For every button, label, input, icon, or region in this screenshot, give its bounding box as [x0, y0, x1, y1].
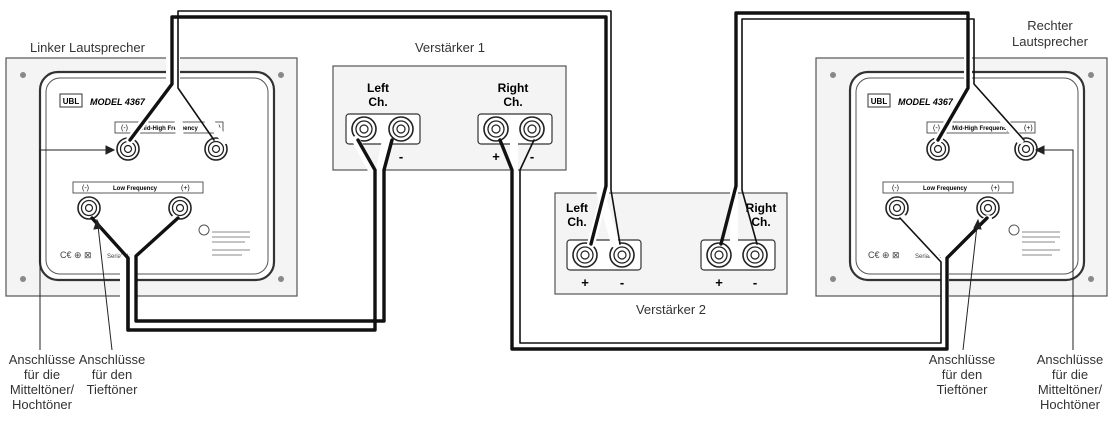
- pos-symbol: (+): [991, 185, 1000, 192]
- plus-symbol: +: [581, 275, 589, 290]
- amp1-right-ch-label: Right: [498, 81, 529, 95]
- badge-icon: [1008, 224, 1020, 236]
- certification-icons: C€ ⊕ ⊠: [868, 250, 900, 260]
- screw-icon: [1088, 72, 1094, 78]
- brand-logo: UBL: [63, 97, 80, 106]
- arrow-head-icon: [973, 218, 982, 230]
- lower-terminal-strip: [882, 181, 1014, 194]
- wire-amp2-right-pos: [719, 11, 970, 246]
- callout-left-midhigh: Anschlüsse für die Mitteltöner/ Hochtöne…: [8, 352, 76, 412]
- lower-terminal-label: Low Frequency: [113, 186, 158, 192]
- neg-symbol: (-): [892, 185, 899, 192]
- upper-terminal-strip: [114, 121, 224, 134]
- amp1-right-neg-terminal: [519, 116, 545, 142]
- amp2-right-ch-label: Right: [746, 201, 777, 215]
- minus-symbol: -: [530, 149, 534, 164]
- wire-amp2-left-pos: [128, 15, 608, 246]
- minus-symbol: -: [399, 149, 403, 164]
- badge-icon: [198, 224, 210, 236]
- callout-left-low: Anschlüsse für den Tieftöner: [78, 352, 146, 397]
- arrow-head-icon: [93, 218, 102, 230]
- left-speaker-title: Linker Lautsprecher: [30, 40, 145, 55]
- neg-symbol: (-): [933, 125, 940, 132]
- wire-amp1-right-neg: [519, 139, 942, 344]
- brand-logo-box: [59, 93, 83, 108]
- brand-logo: UBL: [871, 97, 888, 106]
- amplifier-1: Left Ch. Right Ch. + - + -: [332, 65, 567, 171]
- amp2-title: Verstärker 2: [635, 302, 707, 317]
- speaker-wires: [90, 10, 1025, 351]
- serial-label: Serial No.: [915, 254, 942, 260]
- left-speaker-panel-inner: [45, 77, 269, 275]
- model-label: MODEL 4367: [90, 97, 146, 107]
- callout-arrows: [39, 145, 1074, 351]
- amp1-title: Verstärker 1: [414, 40, 486, 55]
- amp2-left-ch-label: Ch.: [567, 215, 586, 229]
- low-pos-terminal: [168, 196, 192, 220]
- wire-amp1-left-pos: [90, 138, 377, 332]
- wire-amp1-right-pos: [498, 138, 989, 351]
- amp1-left-ch-label: Ch.: [368, 95, 387, 109]
- pos-symbol: (+): [181, 185, 190, 192]
- upper-terminal-label: Mid-High Frequency: [952, 126, 1010, 132]
- screw-icon: [20, 72, 26, 78]
- neg-symbol: (-): [121, 125, 128, 132]
- arrow-head-icon: [105, 145, 116, 155]
- screw-icon: [1088, 276, 1094, 282]
- screw-icon: [830, 276, 836, 282]
- right-speaker-title-line1: Rechter: [1027, 18, 1073, 33]
- arrow-head-icon: [1034, 145, 1045, 155]
- plus-symbol: +: [715, 275, 723, 290]
- wire-amp2-left-neg: [177, 10, 621, 245]
- low-neg-terminal: [77, 196, 101, 220]
- amp2-right-neg-terminal: [742, 242, 768, 268]
- plus-symbol: +: [492, 149, 500, 164]
- minus-symbol: -: [620, 275, 624, 290]
- screw-icon: [20, 276, 26, 282]
- amp1-right-ch-label: Ch.: [503, 95, 522, 109]
- minus-symbol: -: [753, 275, 757, 290]
- amp1-right-pos-terminal: [483, 116, 509, 142]
- screw-icon: [278, 72, 284, 78]
- screw-icon: [278, 276, 284, 282]
- pos-symbol: (+): [1024, 125, 1033, 132]
- brand-logo-box: [867, 93, 891, 108]
- upper-terminal-strip: [926, 121, 1036, 134]
- screw-icon: [830, 72, 836, 78]
- certification-icons: C€ ⊕ ⊠: [60, 250, 92, 260]
- callout-right-low: Anschlüsse für den Tieftöner: [928, 352, 996, 397]
- amp1-left-neg-terminal: [388, 116, 414, 142]
- right-speaker-title-line2: Lautsprecher: [1012, 34, 1088, 49]
- wire-amp2-right-neg: [741, 18, 1025, 245]
- amp2-left-ch-label: Left: [566, 201, 588, 215]
- callout-right-midhigh: Anschlüsse für die Mitteltöner/ Hochtöne…: [1036, 352, 1104, 412]
- left-speaker: UBL MODEL 4367 (-) Mid-High Frequency (+…: [5, 57, 298, 297]
- upper-terminal-label: Mid-High Frequency: [140, 126, 198, 132]
- lower-terminal-label: Low Frequency: [923, 186, 968, 192]
- amp2-right-ch-label: Ch.: [751, 215, 770, 229]
- neg-symbol: (-): [82, 185, 89, 192]
- amp2-right-pos-terminal: [706, 242, 732, 268]
- lower-terminal-strip: [72, 181, 204, 194]
- wire-amp1-left-neg: [134, 138, 394, 323]
- amp1-left-ch-label: Left: [367, 81, 389, 95]
- model-label: MODEL 4367: [898, 97, 954, 107]
